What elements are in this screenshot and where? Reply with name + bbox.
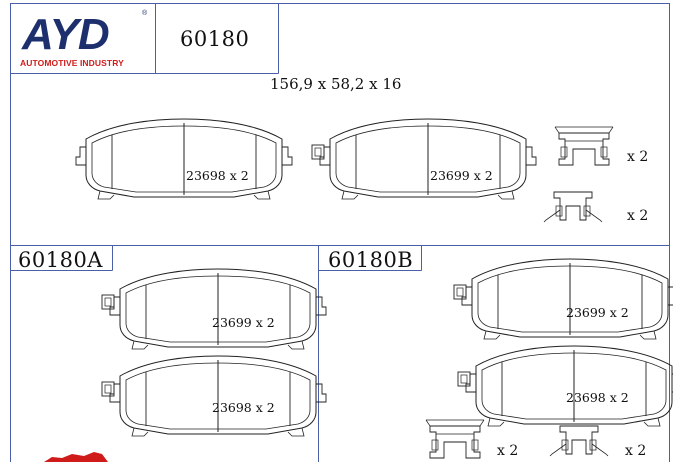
pad-label-23699: 23699 x 2 <box>430 168 493 183</box>
brand-logo: AYD ® AUTOMOTIVE INDUSTRY <box>18 8 152 70</box>
variant-b-code: 60180B <box>328 248 414 272</box>
registered-mark: ® <box>142 10 148 17</box>
clip-drawing-top <box>554 126 614 166</box>
variant-b-label-top: 23699 x 2 <box>566 305 629 320</box>
pad-dimensions: 156,9 x 58,2 x 16 <box>270 75 402 93</box>
variant-b-clip-right <box>549 425 609 457</box>
brand-name: AYD <box>22 10 110 59</box>
variant-a-code: 60180A <box>18 248 103 272</box>
variant-b-clip-left <box>425 419 485 459</box>
variant-b-clip-left-quantity: x 2 <box>497 443 519 459</box>
stamp-mark <box>44 452 108 462</box>
clip-drawing-bottom <box>543 191 603 223</box>
brand-tagline: AUTOMOTIVE INDUSTRY <box>20 58 124 68</box>
pad-label-23698: 23698 x 2 <box>186 168 249 183</box>
variant-b-pad-bottom <box>456 342 673 432</box>
variant-b-label-bottom: 23698 x 2 <box>566 390 629 405</box>
main-part-code: 60180 <box>180 27 250 51</box>
clip-bottom-quantity: x 2 <box>627 208 649 224</box>
variant-b-clip-right-quantity: x 2 <box>625 443 647 459</box>
variant-a-label-bottom: 23698 x 2 <box>212 400 275 415</box>
variant-a-label-top: 23699 x 2 <box>212 315 275 330</box>
pad-drawing-23698 <box>75 118 293 200</box>
variant-a-pad-bottom <box>100 352 330 442</box>
clip-top-quantity: x 2 <box>627 149 649 165</box>
pad-drawing-23699 <box>310 115 540 205</box>
variant-b-pad-top <box>452 255 673 345</box>
variant-a-pad-top <box>100 265 330 355</box>
